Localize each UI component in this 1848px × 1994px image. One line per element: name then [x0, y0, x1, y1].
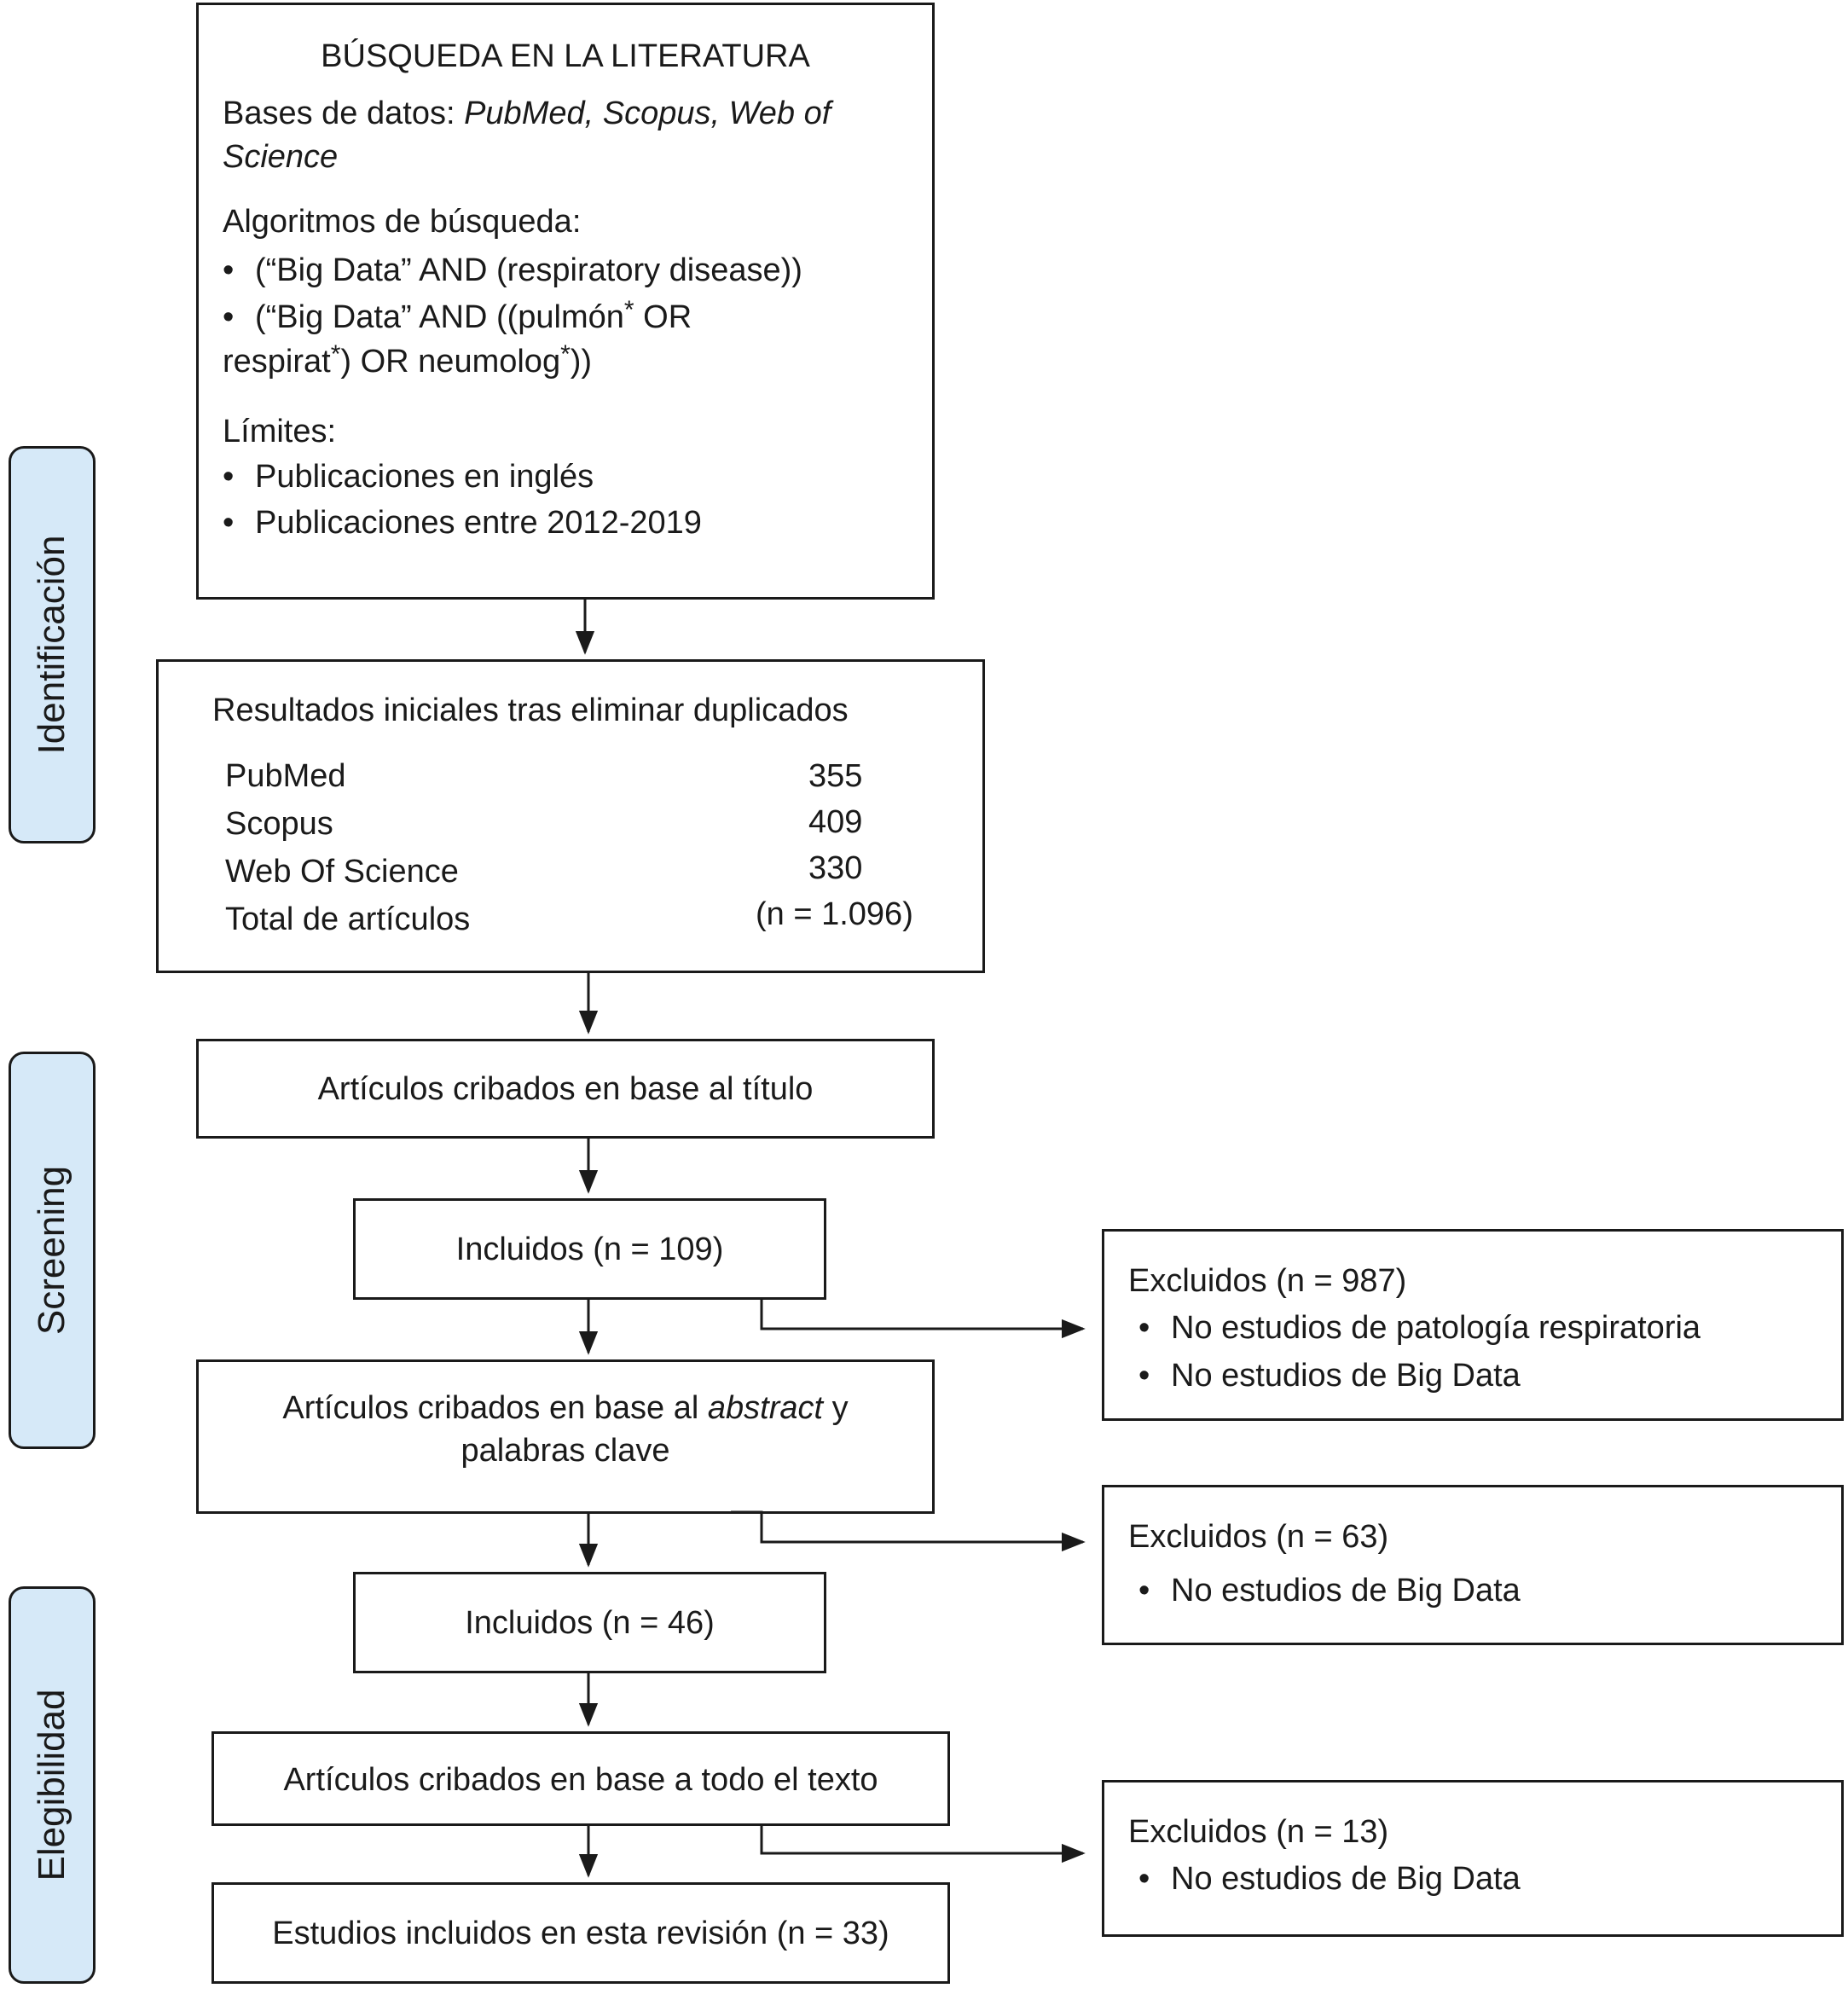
title-screening-box: Artículos cribados en base al título: [196, 1039, 935, 1139]
databases-line: Bases de datos: PubMed, Scopus, Web of: [223, 95, 831, 134]
arrow-to-excluded-987: [760, 1300, 1086, 1339]
databases-list-cont: Science: [223, 139, 339, 175]
fulltext-screening-box: Artículos cribados en base a todo el tex…: [211, 1731, 950, 1826]
excluded-reason: No estudios de patología respiratoria: [1138, 1310, 1700, 1347]
excluded-reason: No estudios de Big Data: [1138, 1358, 1521, 1394]
results-total-value: (n = 1.096): [756, 896, 913, 932]
excluded-title: Excluidos (n = 13): [1128, 1814, 1389, 1850]
included-109-box: Incluidos (n = 109): [353, 1198, 826, 1300]
databases-list: PubMed, Scopus, Web of: [464, 96, 831, 131]
algorithm-2-cont: respirat*) OR neumolog*)): [223, 340, 593, 380]
excluded-13-box: Excluidos (n = 13) No estudios de Big Da…: [1102, 1780, 1844, 1937]
results-row-label: Scopus: [225, 806, 333, 842]
excluded-title: Excluidos (n = 987): [1128, 1263, 1407, 1299]
included-109-label: Incluidos (n = 109): [455, 1232, 724, 1267]
algorithms-label: Algoritmos de búsqueda:: [223, 204, 582, 240]
algorithm-1: (“Big Data” AND (respiratory disease)): [223, 252, 802, 289]
results-box: Resultados iniciales tras eliminar dupli…: [156, 659, 985, 973]
excluded-987-box: Excluidos (n = 987) No estudios de patol…: [1102, 1229, 1844, 1421]
excluded-63-box: Excluidos (n = 63) No estudios de Big Da…: [1102, 1485, 1844, 1645]
phase-screening: Screening: [9, 1052, 96, 1449]
included-46-label: Incluidos (n = 46): [465, 1605, 715, 1641]
phase-eligibility: Elegibilidad: [9, 1586, 96, 1984]
excluded-reason: No estudios de Big Data: [1138, 1861, 1521, 1898]
limit-1: Publicaciones en inglés: [223, 459, 594, 496]
results-row-value: 355: [808, 758, 863, 794]
phase-identification: Identificación: [9, 446, 96, 843]
search-title: BÚSQUEDA EN LA LITERATURA: [321, 38, 810, 74]
limits-label: Límites:: [223, 414, 337, 449]
results-title: Resultados iniciales tras eliminar dupli…: [212, 693, 849, 728]
arrow-to-excluded-13: [760, 1826, 1086, 1864]
final-studies-box: Estudios incluidos en esta revisión (n =…: [211, 1882, 950, 1984]
results-row-label: Web Of Science: [225, 854, 459, 890]
abstract-screening-line2: palabras clave: [461, 1433, 670, 1469]
limit-2: Publicaciones entre 2012-2019: [223, 505, 702, 542]
results-row-value: 409: [808, 804, 863, 840]
excluded-reason: No estudios de Big Data: [1138, 1573, 1521, 1609]
title-screening-label: Artículos cribados en base al título: [317, 1071, 814, 1107]
included-46-box: Incluidos (n = 46): [353, 1572, 826, 1673]
databases-label: Bases de datos:: [223, 96, 455, 131]
abstract-screening-line1: Artículos cribados en base al abstract y: [282, 1390, 849, 1426]
abstract-screening-box: Artículos cribados en base al abstract y…: [196, 1359, 935, 1514]
fulltext-screening-label: Artículos cribados en base a todo el tex…: [283, 1762, 878, 1798]
search-box: BÚSQUEDA EN LA LITERATURA Bases de datos…: [196, 3, 935, 600]
results-total-label: Total de artículos: [225, 901, 471, 937]
excluded-title: Excluidos (n = 63): [1128, 1519, 1389, 1555]
final-studies-label: Estudios incluidos en esta revisión (n =…: [272, 1916, 889, 1951]
results-row-label: PubMed: [225, 758, 346, 794]
results-row-value: 330: [808, 850, 863, 886]
arrow-to-excluded-63: [731, 1510, 1086, 1552]
algorithm-2: (“Big Data” AND ((pulmón* OR: [223, 296, 692, 336]
